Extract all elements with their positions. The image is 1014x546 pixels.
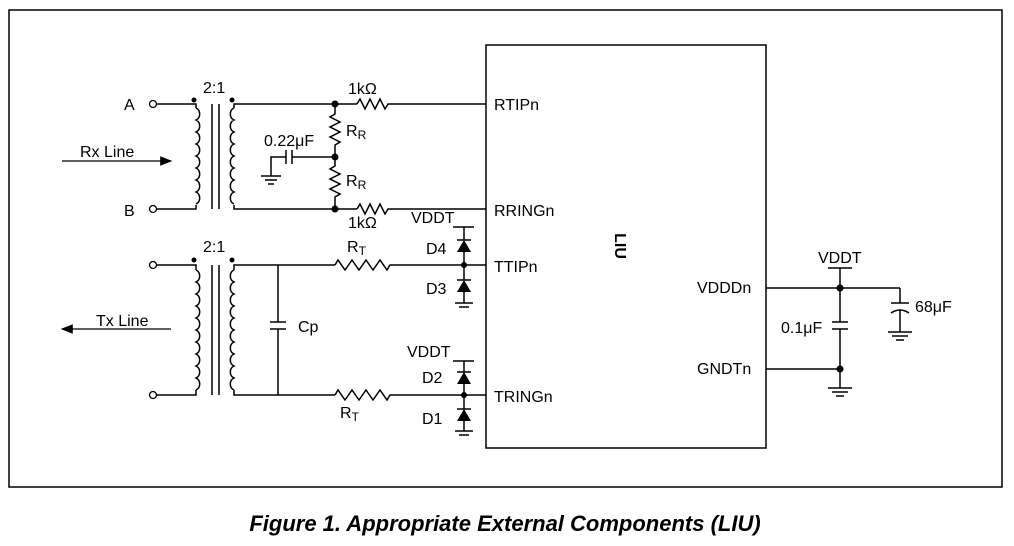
tx-capacitor-cp: Cp: [270, 265, 319, 395]
rx-transformer: 2:1: [191, 80, 236, 209]
power-vddt-label: VDDT: [818, 250, 862, 267]
rx-transformer-ratio: 2:1: [203, 80, 225, 97]
rx-resistor-rr-top: RR: [328, 104, 367, 157]
tx-terminal-top: [148, 260, 158, 270]
rx-resistor-1k-bottom-label: 1kΩ: [348, 215, 377, 232]
tx-vddt-bottom-label: VDDT: [407, 344, 451, 361]
pin-vddd: VDDDn: [697, 280, 751, 297]
tx-resistor-rt-top: RT: [334, 239, 486, 272]
tx-transformer: 2:1: [191, 239, 236, 395]
rx-resistor-1k-bottom: 1kΩ: [348, 202, 486, 232]
pin-rring: RRINGn: [494, 203, 554, 220]
rx-terminal-b-label: B: [124, 203, 135, 220]
tx-diodes-bottom: D2 D1: [422, 360, 474, 436]
pin-rtip: RTIPn: [494, 97, 539, 114]
pin-tring: TRINGn: [494, 389, 553, 406]
liu-chip-body: [485, 44, 767, 449]
rx-line-label: Rx Line: [80, 144, 134, 161]
tx-resistor-rt-top-label: RT: [347, 239, 367, 258]
figure-caption: Figure 1. Appropriate External Component…: [249, 511, 760, 536]
tx-vddt-top-label: VDDT: [411, 210, 455, 227]
rx-resistor-rr-bottom: RR: [328, 157, 367, 209]
liu-chip-label: LIU: [611, 233, 628, 259]
power-section: VDDT 0.1μF 68μF: [766, 250, 952, 397]
tx-capacitor-cp-label: Cp: [298, 319, 319, 336]
tx-transformer-ratio: 2:1: [203, 239, 225, 256]
rx-section: A B Rx Line 2:1 1kΩ 1kΩ: [62, 80, 486, 232]
tx-diode-d1-label: D1: [422, 411, 443, 428]
rx-capacitor-022uf: 0.22μF: [261, 133, 335, 185]
rx-terminal-b: [148, 204, 158, 214]
tx-resistor-rt-bottom-label: RT: [340, 405, 360, 424]
tx-diodes-top: D4 D3: [426, 226, 474, 308]
rx-resistor-1k-top: 1kΩ: [348, 81, 486, 111]
figure-frame: [8, 9, 1003, 488]
rx-terminal-a-label: A: [124, 97, 135, 114]
tx-terminal-bottom: [148, 390, 158, 400]
tx-section: Tx Line 2:1 Cp RT: [60, 210, 486, 436]
tx-line-label: Tx Line: [96, 313, 149, 330]
power-capacitor-68uf: 68μF: [888, 288, 952, 341]
pin-ttip: TTIPn: [494, 259, 538, 276]
power-capacitor-68uf-label: 68μF: [915, 299, 952, 316]
tx-resistor-rt-bottom: RT: [334, 388, 486, 424]
rx-capacitor-label: 0.22μF: [264, 133, 314, 150]
tx-diode-d4-label: D4: [426, 241, 447, 258]
power-capacitor-01uf: 0.1μF: [781, 320, 848, 388]
power-capacitor-01uf-label: 0.1μF: [781, 320, 822, 337]
rx-resistor-1k-top-label: 1kΩ: [348, 81, 377, 98]
rx-resistor-rr-top-label: RR: [346, 123, 367, 142]
tx-diode-d3-label: D3: [426, 281, 447, 298]
rx-resistor-rr-bottom-label: RR: [346, 173, 367, 192]
tx-diode-d2-label: D2: [422, 370, 443, 387]
rx-terminal-a: [148, 99, 158, 109]
pin-gndt: GNDTn: [697, 361, 751, 378]
